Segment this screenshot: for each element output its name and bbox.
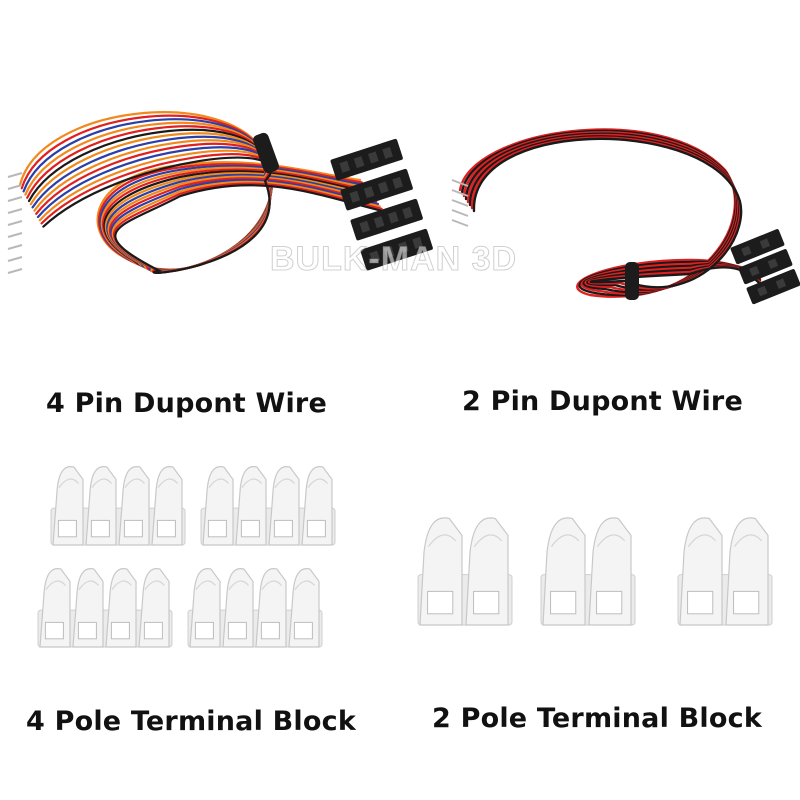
dupont-connector-housing xyxy=(360,228,433,271)
terminal-block xyxy=(540,517,636,626)
caption-two-pole-terminal-block: 2 Pole Terminal Block xyxy=(432,703,762,734)
caption-two-pin-dupont-wire: 2 Pin Dupont Wire xyxy=(462,386,743,417)
pole-lever xyxy=(208,478,229,488)
wire-tip xyxy=(7,184,23,190)
caption-four-pole-terminal-block: 4 Pole Terminal Block xyxy=(26,706,356,737)
cable-tie xyxy=(253,132,279,174)
wire-slot xyxy=(77,621,97,640)
two-pole-terminal-block-image xyxy=(410,505,780,630)
wire-tip xyxy=(451,189,469,197)
wire-tip xyxy=(451,219,469,227)
terminal-block xyxy=(37,567,173,648)
wire-slot xyxy=(427,590,454,615)
terminal-block xyxy=(187,567,323,648)
pole-lever xyxy=(195,580,216,590)
pole-lever xyxy=(733,534,763,547)
wire-tip xyxy=(451,179,469,187)
wire-slot xyxy=(273,519,293,538)
caption-four-pin-dupont-wire: 4 Pin Dupont Wire xyxy=(46,388,327,419)
wire-slot xyxy=(733,590,760,615)
wire-tip xyxy=(7,268,23,274)
dupont-connector-housing xyxy=(350,198,423,241)
wire-slot xyxy=(293,621,313,640)
pole-lever xyxy=(111,580,132,590)
wire-tip xyxy=(7,196,23,202)
wire-slot xyxy=(143,621,163,640)
wire-tip xyxy=(451,199,469,207)
wire-slot xyxy=(473,590,500,615)
pole-lever xyxy=(157,478,178,488)
pole-lever xyxy=(596,534,626,547)
wire-tip xyxy=(7,220,23,226)
wire-tip xyxy=(7,232,23,238)
terminal-block xyxy=(677,517,773,626)
pole-lever xyxy=(241,478,262,488)
pole-lever xyxy=(307,478,328,488)
terminal-block xyxy=(50,465,186,546)
pole-lever xyxy=(294,580,315,590)
wire-slot xyxy=(260,621,280,640)
pole-lever xyxy=(427,534,457,547)
wire-slot xyxy=(90,519,110,538)
terminal-block xyxy=(417,517,513,626)
wire-slot xyxy=(596,590,623,615)
pole-lever xyxy=(124,478,145,488)
wire-slot xyxy=(306,519,326,538)
wire-tip xyxy=(7,172,23,178)
wire-slot xyxy=(110,621,130,640)
wire-slot xyxy=(227,621,247,640)
wire-tip xyxy=(7,208,23,214)
pole-lever xyxy=(550,534,580,547)
wire-slot xyxy=(207,519,227,538)
pole-lever xyxy=(274,478,295,488)
dupont-connector-housing xyxy=(330,138,403,181)
wire-slot xyxy=(194,621,214,640)
four-pin-dupont-wire-image xyxy=(0,95,450,335)
dupont-connector-housing xyxy=(340,168,413,211)
pole-lever xyxy=(45,580,66,590)
wire-slot xyxy=(156,519,176,538)
pole-lever xyxy=(144,580,165,590)
pole-lever xyxy=(261,580,282,590)
pole-lever xyxy=(228,580,249,590)
pole-lever xyxy=(473,534,503,547)
wire-slot xyxy=(687,590,714,615)
dupont-connector-housing xyxy=(746,269,800,305)
wire-strand xyxy=(42,156,385,274)
wire-slot xyxy=(240,519,260,538)
dupont-connector-housing xyxy=(738,249,793,285)
wire-tip xyxy=(7,256,23,262)
pole-lever xyxy=(78,580,99,590)
cable-tie xyxy=(625,262,639,300)
wire-slot xyxy=(123,519,143,538)
wire-tip xyxy=(451,209,469,217)
pole-lever xyxy=(687,534,717,547)
pole-lever xyxy=(91,478,112,488)
two-pin-dupont-wire-image xyxy=(440,110,800,325)
four-pole-terminal-block-image xyxy=(35,455,345,660)
dupont-connector-housing xyxy=(730,229,785,265)
wire-tip xyxy=(7,244,23,250)
wire-slot xyxy=(550,590,577,615)
wire-strand xyxy=(472,137,762,289)
pole-lever xyxy=(58,478,79,488)
terminal-block xyxy=(200,465,336,546)
watermark-text: BULK-MAN 3D xyxy=(269,240,518,279)
wire-slot xyxy=(44,621,64,640)
wire-slot xyxy=(57,519,77,538)
